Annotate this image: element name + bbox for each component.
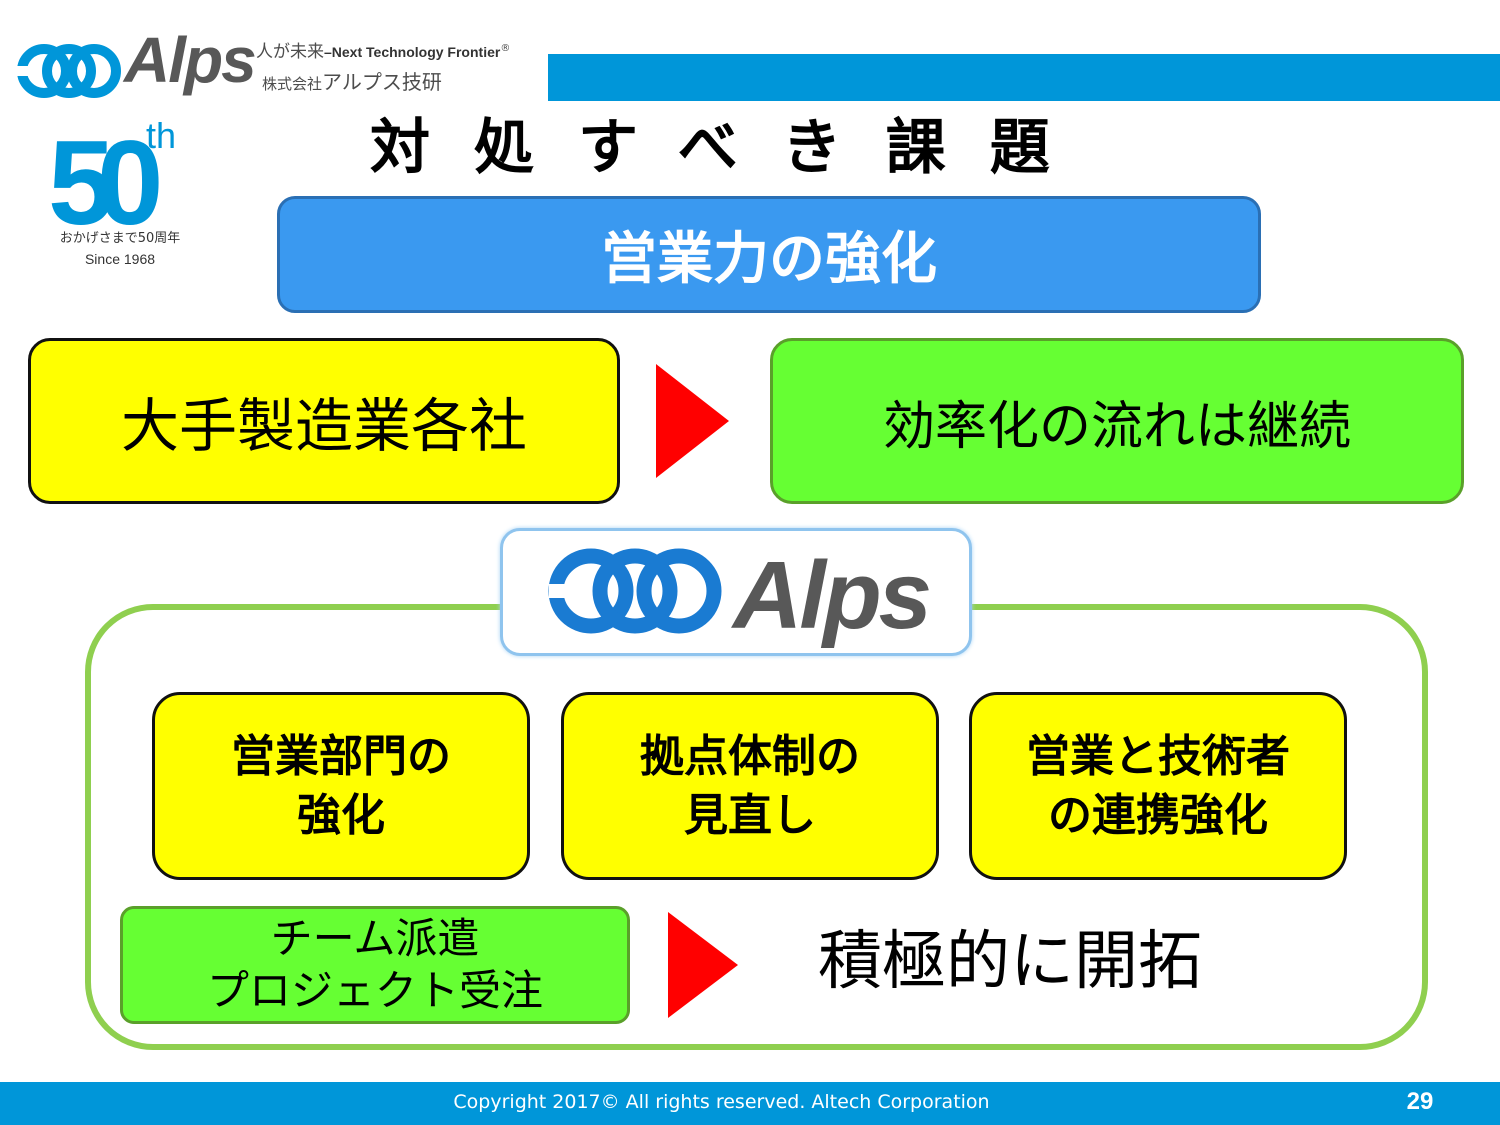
item-line-1: 営業部門の: [231, 730, 451, 782]
company-main: アルプス技研: [322, 70, 442, 94]
office-review-box: 拠点体制の 見直し: [561, 692, 939, 880]
badge-caption: おかげさまで50周年: [59, 231, 181, 246]
panel-logo-word: Alps: [733, 542, 932, 649]
item-line-2: の連携強化: [1048, 790, 1268, 841]
copyright-text: Copyright 2017© All rights reserved. Alt…: [453, 1091, 990, 1113]
header-logo-word: Alps: [124, 24, 257, 96]
sales-engineer-collab-box: 営業と技術者 の連携強化: [969, 692, 1347, 880]
company-prefix: 株式会社: [262, 75, 323, 93]
active-development-text: 積極的に開拓: [818, 925, 1202, 999]
team-dispatch-line: チーム派遣: [270, 913, 480, 963]
strengthen-sales-banner: 営業力の強化: [277, 196, 1261, 313]
registered-mark: ®: [500, 43, 511, 54]
major-manufacturers-box: 大手製造業各社: [28, 338, 620, 504]
project-order-line: プロジェクト受注: [206, 966, 543, 1015]
tagline-jp: 人が未来: [256, 42, 324, 62]
slide-title: 対処すべき課題: [370, 113, 1094, 183]
efficiency-trend-box: 効率化の流れは継続: [770, 338, 1464, 504]
alps-rings-logo-icon: [16, 44, 121, 98]
page-number: 29: [1406, 1088, 1434, 1115]
tagline-en: –Next Technology Frontier: [324, 44, 501, 60]
right-arrow-icon: [656, 364, 729, 478]
item-line-2: 見直し: [684, 790, 816, 841]
badge-number: 50: [48, 116, 159, 250]
sales-dept-strengthen-box: 営業部門の 強化: [152, 692, 530, 880]
header-tagline: 人が未来–Next Technology Frontier®: [256, 44, 510, 61]
company-name: 株式会社アルプス技研: [262, 72, 442, 92]
item-line-1: 拠点体制の: [640, 730, 860, 782]
item-line-2: 強化: [297, 790, 385, 841]
anniversary-badge-icon: 50 th: [48, 115, 177, 250]
footer-bar: [0, 1082, 1500, 1125]
alps-rings-logo-icon: [548, 548, 722, 634]
item-line-1: 営業と技術者: [1026, 730, 1290, 782]
team-dispatch-box: チーム派遣 プロジェクト受注: [120, 906, 630, 1024]
badge-since: Since 1968: [84, 251, 156, 267]
right-arrow-icon: [668, 912, 738, 1018]
alps-logo-panel: [500, 528, 972, 656]
badge-suffix: th: [146, 115, 176, 156]
header-bar: [548, 54, 1500, 101]
